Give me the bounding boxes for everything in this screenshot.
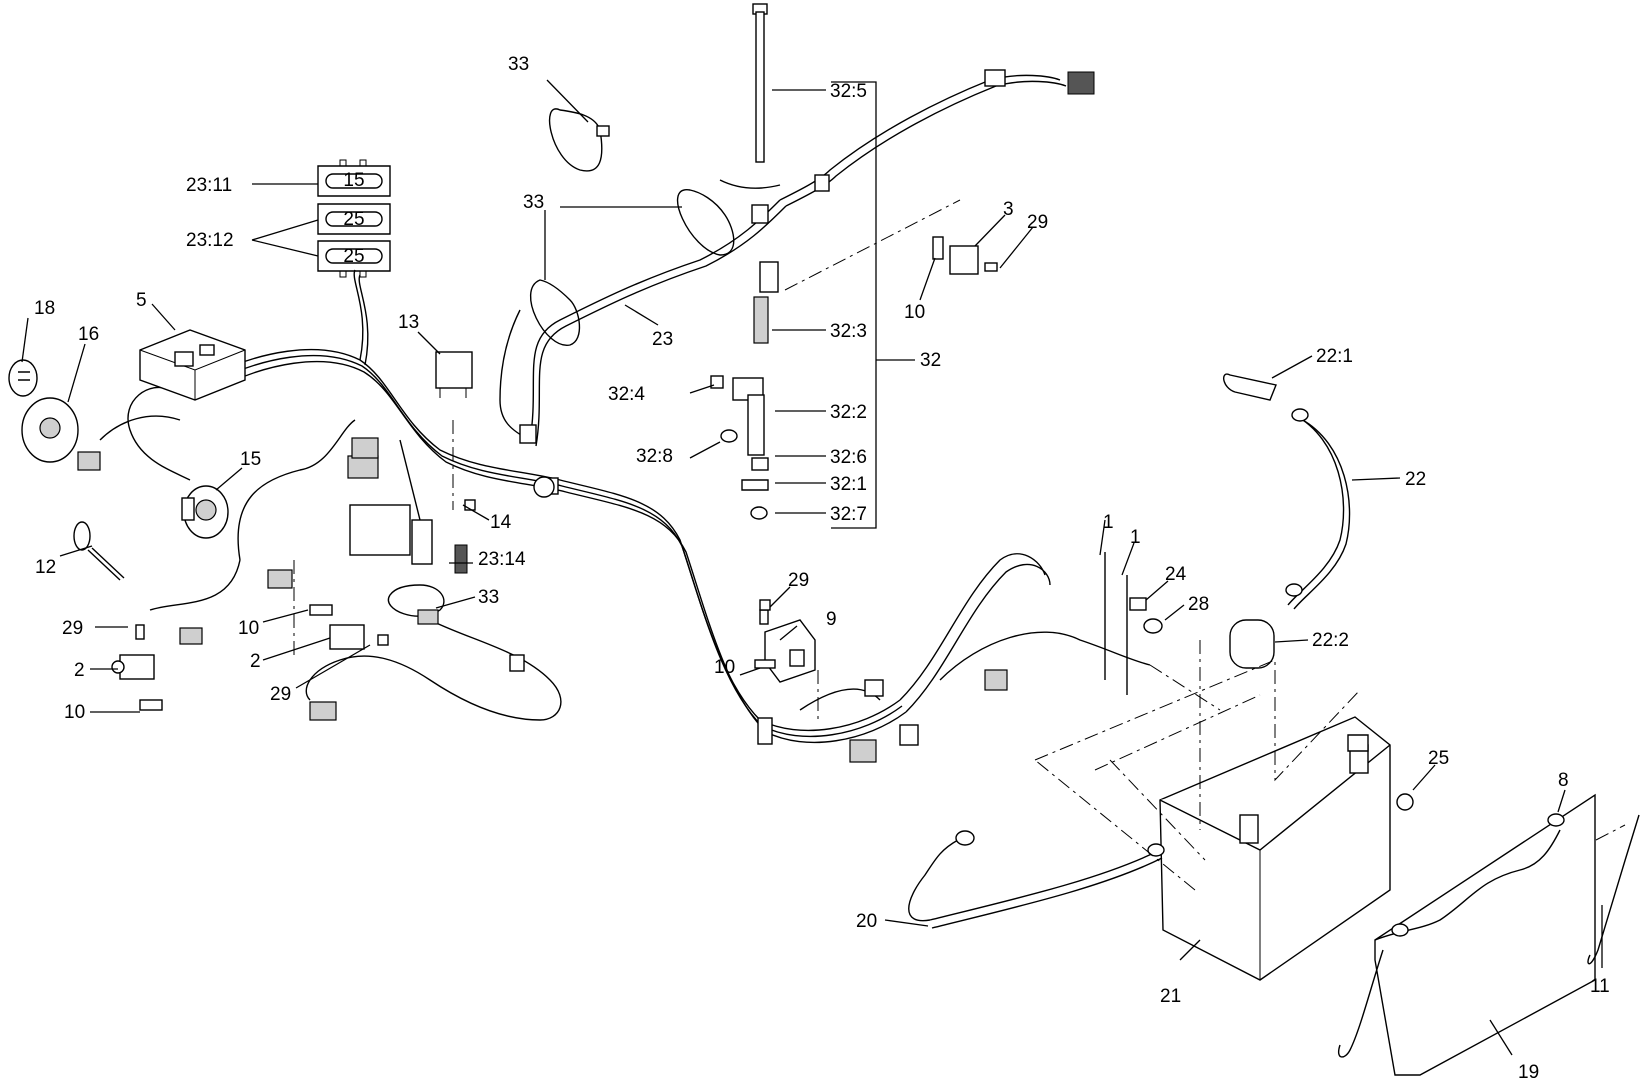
component-9-switch xyxy=(754,609,816,683)
callout-24: 24 xyxy=(1165,564,1187,585)
component-2-switch-right xyxy=(309,604,389,650)
callout-32-6: 32:6 xyxy=(830,447,867,468)
cable-ties xyxy=(387,108,735,617)
callout-32-4: 32:4 xyxy=(608,384,645,405)
callout-21: 21 xyxy=(1160,986,1181,1007)
callout-25: 25 xyxy=(1428,748,1449,769)
callout-10-right: 10 xyxy=(714,657,735,678)
component-5-module xyxy=(139,329,246,401)
callout-20: 20 xyxy=(856,911,877,932)
callout-14: 14 xyxy=(490,512,512,533)
callout-9: 9 xyxy=(826,609,837,630)
callout-22-2: 22:2 xyxy=(1312,630,1349,651)
callout-1-a: 1 xyxy=(1103,512,1114,533)
callout-23-12: 23:12 xyxy=(186,230,234,251)
callout-2-right: 2 xyxy=(250,651,261,672)
callout-11: 11 xyxy=(1590,976,1610,997)
fuse-15-value: 15 xyxy=(343,170,364,191)
callout-32-1: 32:1 xyxy=(830,474,867,495)
callout-33-low: 33 xyxy=(478,587,499,608)
callout-29-mid: 29 xyxy=(788,570,809,591)
callout-16: 16 xyxy=(78,324,99,345)
callout-29-bottom: 29 xyxy=(270,684,291,705)
callout-32-3: 32:3 xyxy=(830,321,867,342)
cable-20 xyxy=(908,830,1165,929)
callout-32-2: 32:2 xyxy=(830,402,867,423)
battery-21 xyxy=(1159,716,1391,981)
callout-33-mid: 33 xyxy=(523,192,544,213)
leader-lines xyxy=(21,79,1603,1056)
component-3-sensor xyxy=(932,236,998,275)
component-2-switch-left xyxy=(111,624,163,711)
fuse-25-value-a: 25 xyxy=(343,209,364,230)
callout-12: 12 xyxy=(35,557,56,578)
callout-18: 18 xyxy=(34,298,55,319)
battery-bracket-19 xyxy=(1338,793,1640,1076)
callout-29-top-right: 29 xyxy=(1027,212,1048,233)
callout-29-left: 29 xyxy=(62,618,83,639)
callout-23-14: 23:14 xyxy=(478,549,526,570)
component-18-key xyxy=(8,359,38,397)
callout-15: 15 xyxy=(240,449,261,470)
callout-28: 28 xyxy=(1188,594,1209,615)
callout-8: 8 xyxy=(1558,770,1569,791)
component-16-key-switch xyxy=(21,397,101,471)
fuse-25-value-b: 25 xyxy=(343,246,364,267)
callout-33-top: 33 xyxy=(508,54,529,75)
callout-32-8: 32:8 xyxy=(636,446,673,467)
component-13-relay xyxy=(435,351,473,398)
callout-32-5: 32:5 xyxy=(830,81,867,102)
callout-10-top-right: 10 xyxy=(904,302,925,323)
callout-5: 5 xyxy=(136,290,147,311)
callout-32-7: 32:7 xyxy=(830,504,867,525)
callout-3: 3 xyxy=(1003,199,1014,220)
cable-tie-33-top xyxy=(548,108,603,172)
battery-cable-22 xyxy=(1223,373,1351,669)
callout-1-b: 1 xyxy=(1130,527,1141,548)
callout-10-left: 10 xyxy=(64,702,85,723)
callout-23-11: 23:11 xyxy=(186,175,232,196)
hardware-misc xyxy=(464,499,1414,811)
component-32-stack xyxy=(710,3,769,520)
harness-connectors xyxy=(179,69,1095,763)
callout-22: 22 xyxy=(1405,469,1426,490)
callout-13: 13 xyxy=(398,312,419,333)
callout-19: 19 xyxy=(1518,1062,1539,1083)
fuse-block: 15 25 25 xyxy=(317,159,391,278)
component-12-lamp xyxy=(73,521,125,581)
callout-2-left: 2 xyxy=(74,660,85,681)
callout-labels: 33 23:11 23:12 33 23 18 16 5 13 15 14 23… xyxy=(34,54,1610,1083)
callout-23: 23 xyxy=(652,329,673,350)
callout-22-1: 22:1 xyxy=(1316,346,1353,367)
component-15-horn xyxy=(181,485,229,539)
main-harness xyxy=(99,74,1151,744)
callout-32: 32 xyxy=(920,350,941,371)
assembly-lines xyxy=(293,199,1626,891)
callout-10-mid: 10 xyxy=(238,618,259,639)
